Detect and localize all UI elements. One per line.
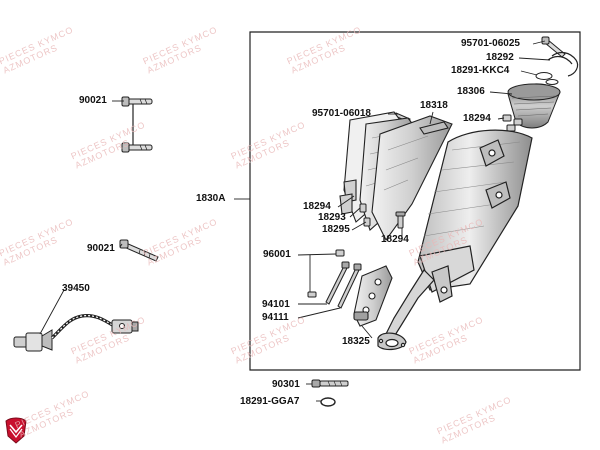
part-label-18292: 18292 — [486, 52, 514, 63]
end-cap-18306 — [507, 83, 561, 129]
part-label-95701-06025: 95701-06025 — [461, 38, 520, 49]
part-label-95701-06018: 95701-06018 — [312, 108, 371, 119]
part-label-94101: 94101 — [262, 299, 290, 310]
part-label-18306: 18306 — [457, 86, 485, 97]
part-label-90021-top: 90021 — [79, 95, 107, 106]
heat-shield-18318 — [371, 115, 453, 242]
part-label-90301: 90301 — [272, 379, 300, 390]
exhaust-pipe — [377, 269, 435, 351]
clamp-18292 — [547, 51, 579, 77]
part-label-96001: 96001 — [263, 249, 291, 260]
bolt-90301 — [311, 379, 349, 388]
part-label-39450: 39450 — [62, 283, 90, 294]
part-label-18325: 18325 — [342, 336, 370, 347]
part-label-18294-top: 18294 — [463, 113, 491, 124]
bolt-90021-lower — [119, 239, 159, 262]
kymco-shield-logo — [5, 417, 27, 444]
bolt-18294-lower — [395, 211, 406, 229]
lower-shield-18325 — [353, 265, 393, 327]
gasket-18291-kkc4 — [535, 72, 559, 85]
gasket-18291-gga7 — [320, 397, 336, 407]
bolt-18294-top — [502, 114, 523, 132]
assembly-frame — [249, 31, 581, 371]
part-label-18291-kkc4: 18291-KKC4 — [451, 65, 510, 76]
part-label-18291-gga7: 18291-GGA7 — [240, 396, 300, 407]
bolt-95701-06025 — [541, 36, 566, 58]
bolt-96001 — [307, 249, 345, 298]
part-label-18294-low: 18294 — [381, 234, 409, 245]
part-label-18294-mid: 18294 — [303, 201, 331, 212]
part-label-18293: 18293 — [318, 212, 346, 223]
oxygen-sensor-39450 — [13, 314, 139, 352]
bolts-94101 — [325, 261, 362, 309]
part-label-18295: 18295 — [322, 224, 350, 235]
part-label-18318: 18318 — [420, 100, 448, 111]
part-label-90021-low: 90021 — [87, 243, 115, 254]
bolt-90021-upper — [121, 96, 153, 153]
part-label-94111: 94111 — [262, 312, 289, 323]
leader-lines — [39, 40, 551, 402]
part-label-1830a: 1830A — [196, 193, 226, 204]
